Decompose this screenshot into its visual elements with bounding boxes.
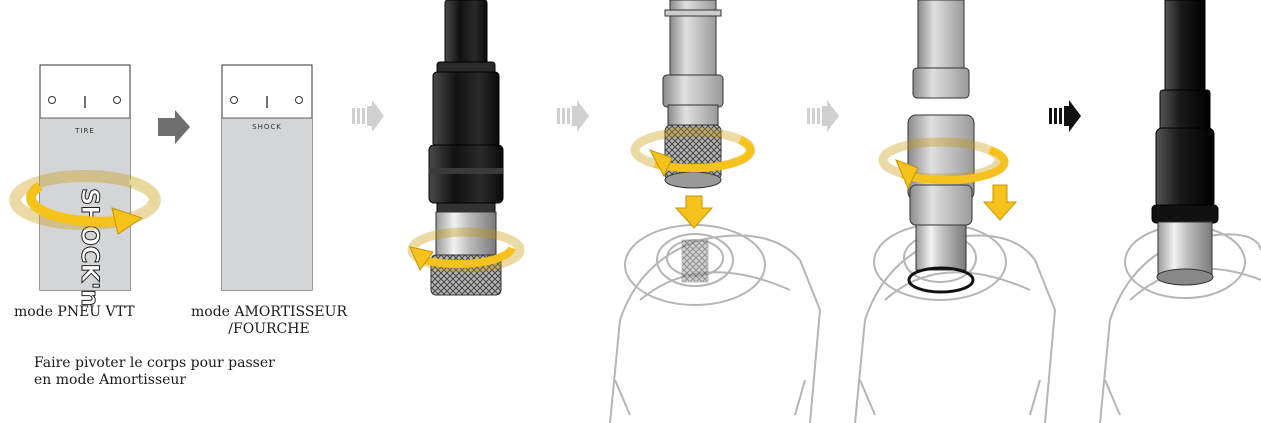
shock-mode-caption-line1: mode AMORTISSEUR: [191, 304, 347, 320]
shock-mode-caption: mode AMORTISSEUR /FOURCHE: [191, 304, 347, 338]
step-arrow-5-icon: [1049, 100, 1081, 132]
mounted-pump-head: [1151, 0, 1219, 286]
shock-body-4: [609, 224, 822, 423]
rotate-arrow-4-icon: [630, 127, 756, 178]
body-logo: SHOCK'n: [76, 188, 104, 306]
rotate-arrow-5-icon: [878, 137, 1009, 190]
rotate-instruction-line2: en mode Amortisseur: [34, 372, 187, 388]
shock-window-label: SHOCK: [252, 123, 282, 131]
pump-head-grey-4: [662, 0, 724, 189]
rotate-arrow-tire-icon: [9, 170, 161, 235]
shock-mode-body: SHOCK: [221, 64, 313, 291]
tire-mode-body: TIRE SHOCK'n: [39, 64, 131, 307]
shock-mode-caption-line2: /FOURCHE: [228, 321, 310, 337]
step-arrow-3-icon: [557, 100, 589, 132]
step-arrow-1-icon: [158, 110, 190, 144]
rotate-instruction-line1: Faire pivoter le corps pour passer: [34, 355, 275, 371]
down-arrow-4-icon: [674, 195, 714, 229]
pump-head-tool: [428, 0, 504, 296]
step-arrow-4-icon: [807, 100, 839, 132]
rotate-arrow-nut-icon: [407, 227, 525, 273]
tire-mode-caption: mode PNEU VTT: [14, 304, 135, 320]
tire-window-label: TIRE: [74, 127, 95, 135]
step-arrow-2-icon: [352, 100, 384, 132]
rotate-instruction: Faire pivoter le corps pour passer en mo…: [34, 355, 275, 389]
valve-stem: [681, 239, 709, 283]
down-arrow-5-icon: [982, 184, 1018, 221]
